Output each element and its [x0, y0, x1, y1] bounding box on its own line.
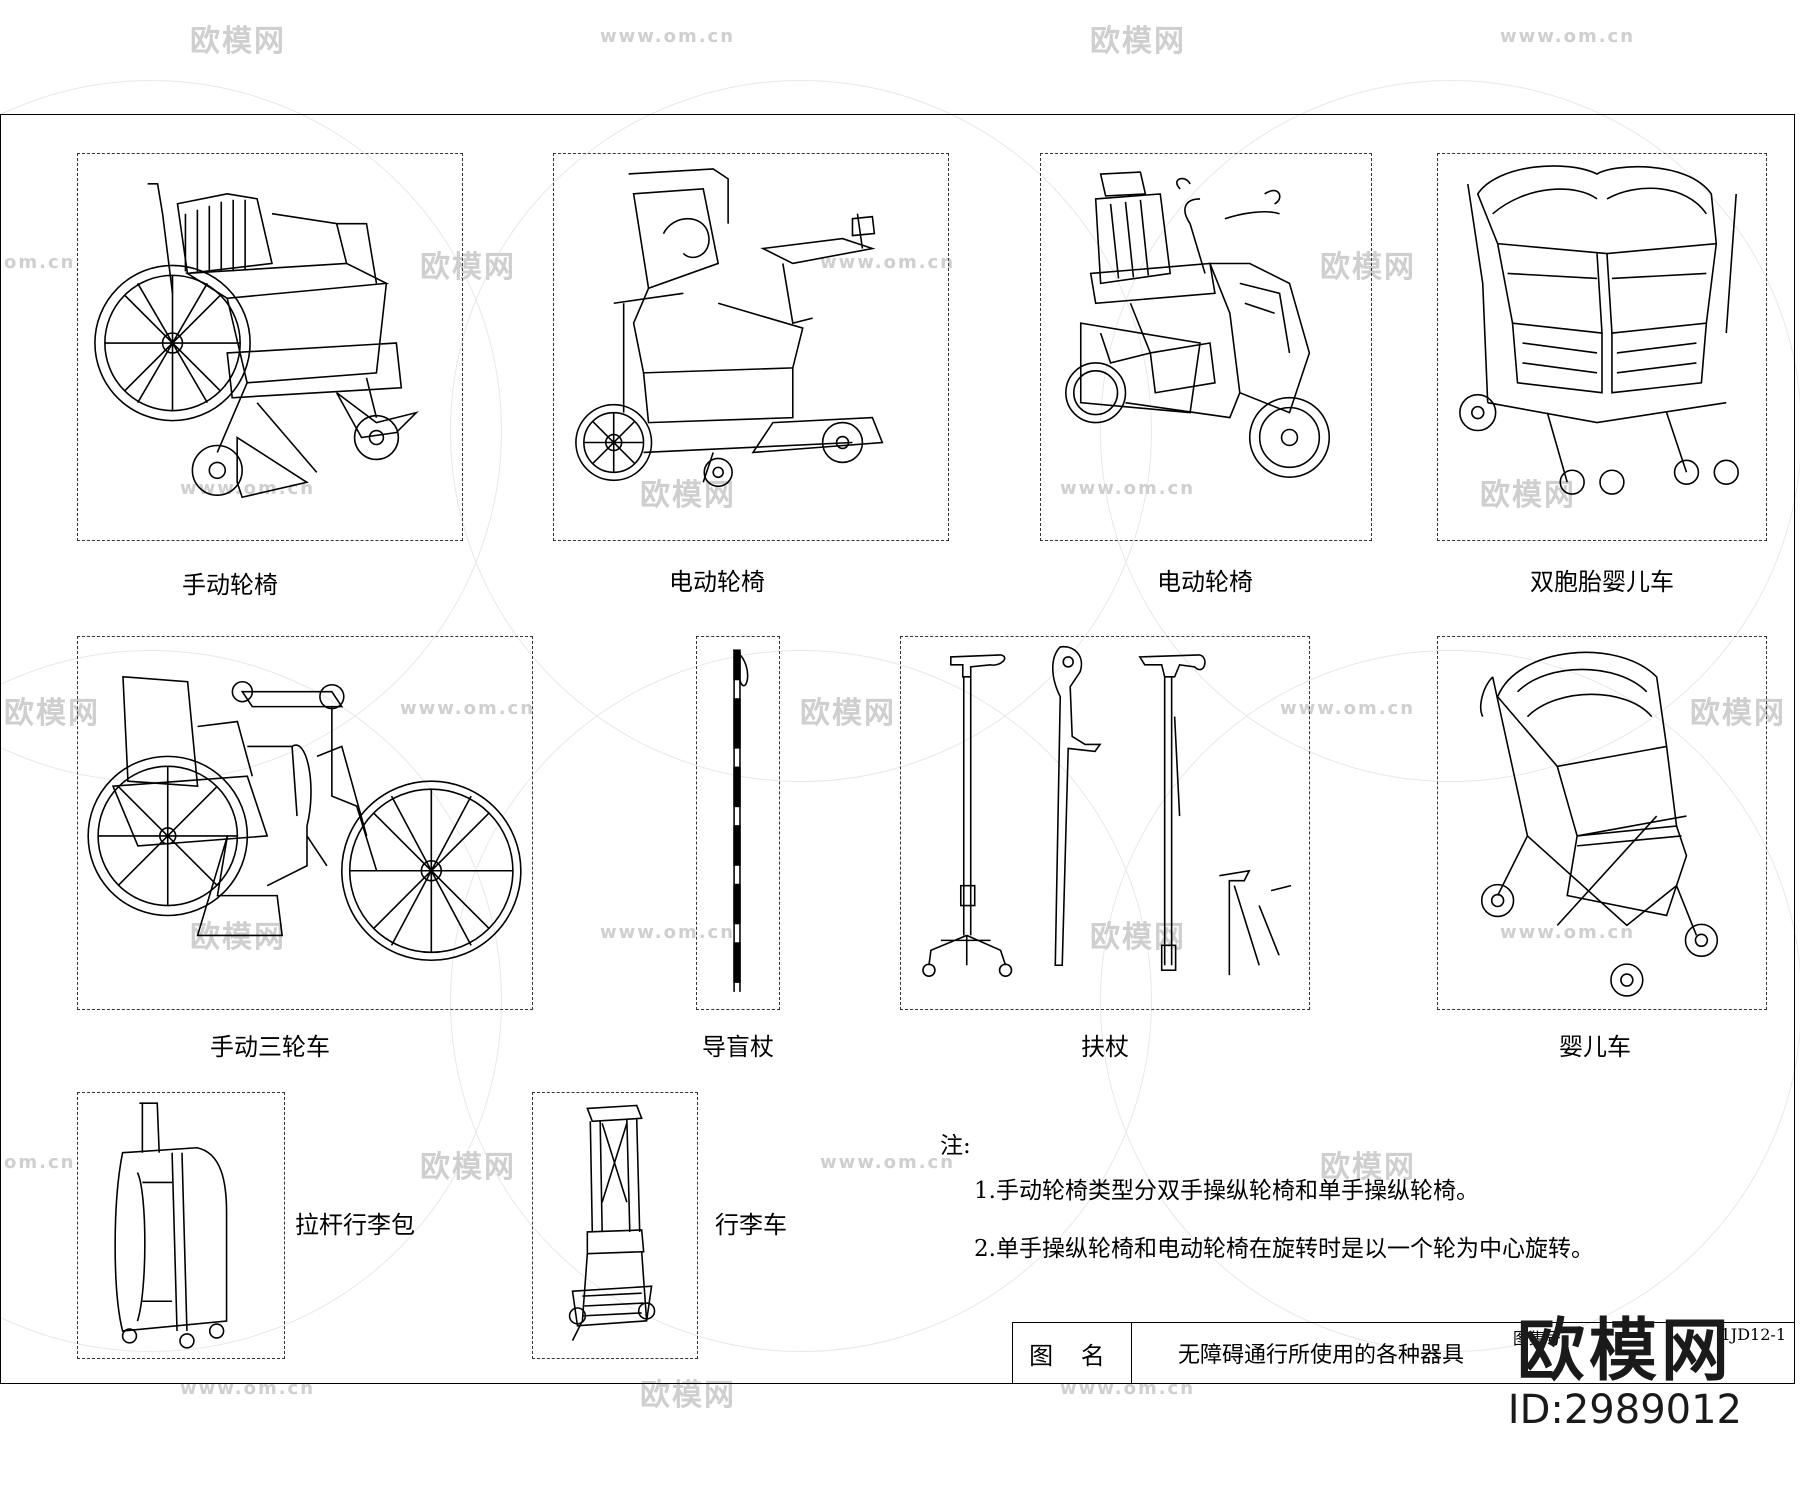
power-wheelchair-drawing	[553, 153, 949, 541]
hand-tricycle-drawing	[77, 636, 533, 1010]
twin-stroller-icon	[1459, 165, 1739, 495]
brand-id: ID:2989012	[1507, 1387, 1742, 1433]
mobility-scooter-drawing	[1040, 153, 1372, 541]
title-block: 图 名 无障碍通行所使用的各种器具 图集号 1JD12-1	[1012, 1322, 1795, 1384]
watermark-logo: 欧模网	[1090, 24, 1186, 59]
luggage-cart-icon	[568, 1104, 656, 1341]
brand-logo: 欧模网	[1516, 1312, 1733, 1391]
watermark-logo: 欧模网	[190, 24, 286, 59]
note-item: 1.手动轮椅类型分双手操纵轮椅和单手操纵轮椅。	[974, 1178, 1479, 1204]
title-block-label: 图 名	[1013, 1323, 1132, 1383]
caption-hand-tricycle: 手动三轮车	[210, 1033, 330, 1061]
walking-canes-drawing	[900, 636, 1310, 1010]
notes-section: 注: 1.手动轮椅类型分双手操纵轮椅和单手操纵轮椅。 2.单手操纵轮椅和电动轮椅…	[940, 1135, 1594, 1296]
trolley-suitcase-icon	[114, 1102, 228, 1349]
mobility-scooter-icon	[1065, 171, 1331, 479]
hand-tricycle-icon	[87, 675, 522, 962]
trolley-suitcase-drawing	[77, 1092, 285, 1359]
caption-trolley-suitcase: 拉杆行李包	[295, 1211, 415, 1239]
caption-twin-stroller: 双胞胎婴儿车	[1530, 568, 1674, 596]
stroller-icon	[1479, 651, 1719, 997]
power-wheelchair-icon	[575, 168, 884, 488]
watermark-url: www.om.cn	[1500, 26, 1636, 47]
stroller-drawing	[1437, 636, 1767, 1010]
walking-canes-icon	[922, 646, 1292, 977]
atlas-number-label: 图集号	[1513, 1329, 1562, 1348]
caption-manual-wheelchair: 手动轮椅	[182, 571, 278, 599]
caption-power-wheelchair: 电动轮椅	[669, 568, 765, 596]
manual-wheelchair-icon	[94, 183, 419, 499]
drawing-frame	[0, 114, 1795, 1384]
drawing-code: 1JD12-1	[1720, 1325, 1786, 1344]
luggage-cart-drawing	[532, 1092, 698, 1359]
caption-luggage-cart: 行李车	[715, 1211, 787, 1239]
caption-stroller: 婴儿车	[1559, 1033, 1631, 1061]
caption-white-cane: 导盲杖	[702, 1033, 774, 1061]
drawing-title: 无障碍通行所使用的各种器具	[1177, 1343, 1464, 1368]
brand-stamp: 欧模网 ID:2989012	[1508, 1318, 1742, 1434]
caption-mobility-scooter: 电动轮椅	[1157, 568, 1253, 596]
watermark-url: www.om.cn	[600, 26, 736, 47]
notes-heading: 注:	[940, 1133, 971, 1159]
manual-wheelchair-drawing	[77, 153, 463, 541]
caption-walking-canes: 扶杖	[1081, 1033, 1129, 1061]
white-cane-drawing	[696, 636, 780, 1010]
note-item: 2.单手操纵轮椅和电动轮椅在旋转时是以一个轮为中心旋转。	[974, 1236, 1594, 1262]
twin-stroller-drawing	[1437, 153, 1767, 541]
white-cane-icon	[732, 649, 749, 992]
